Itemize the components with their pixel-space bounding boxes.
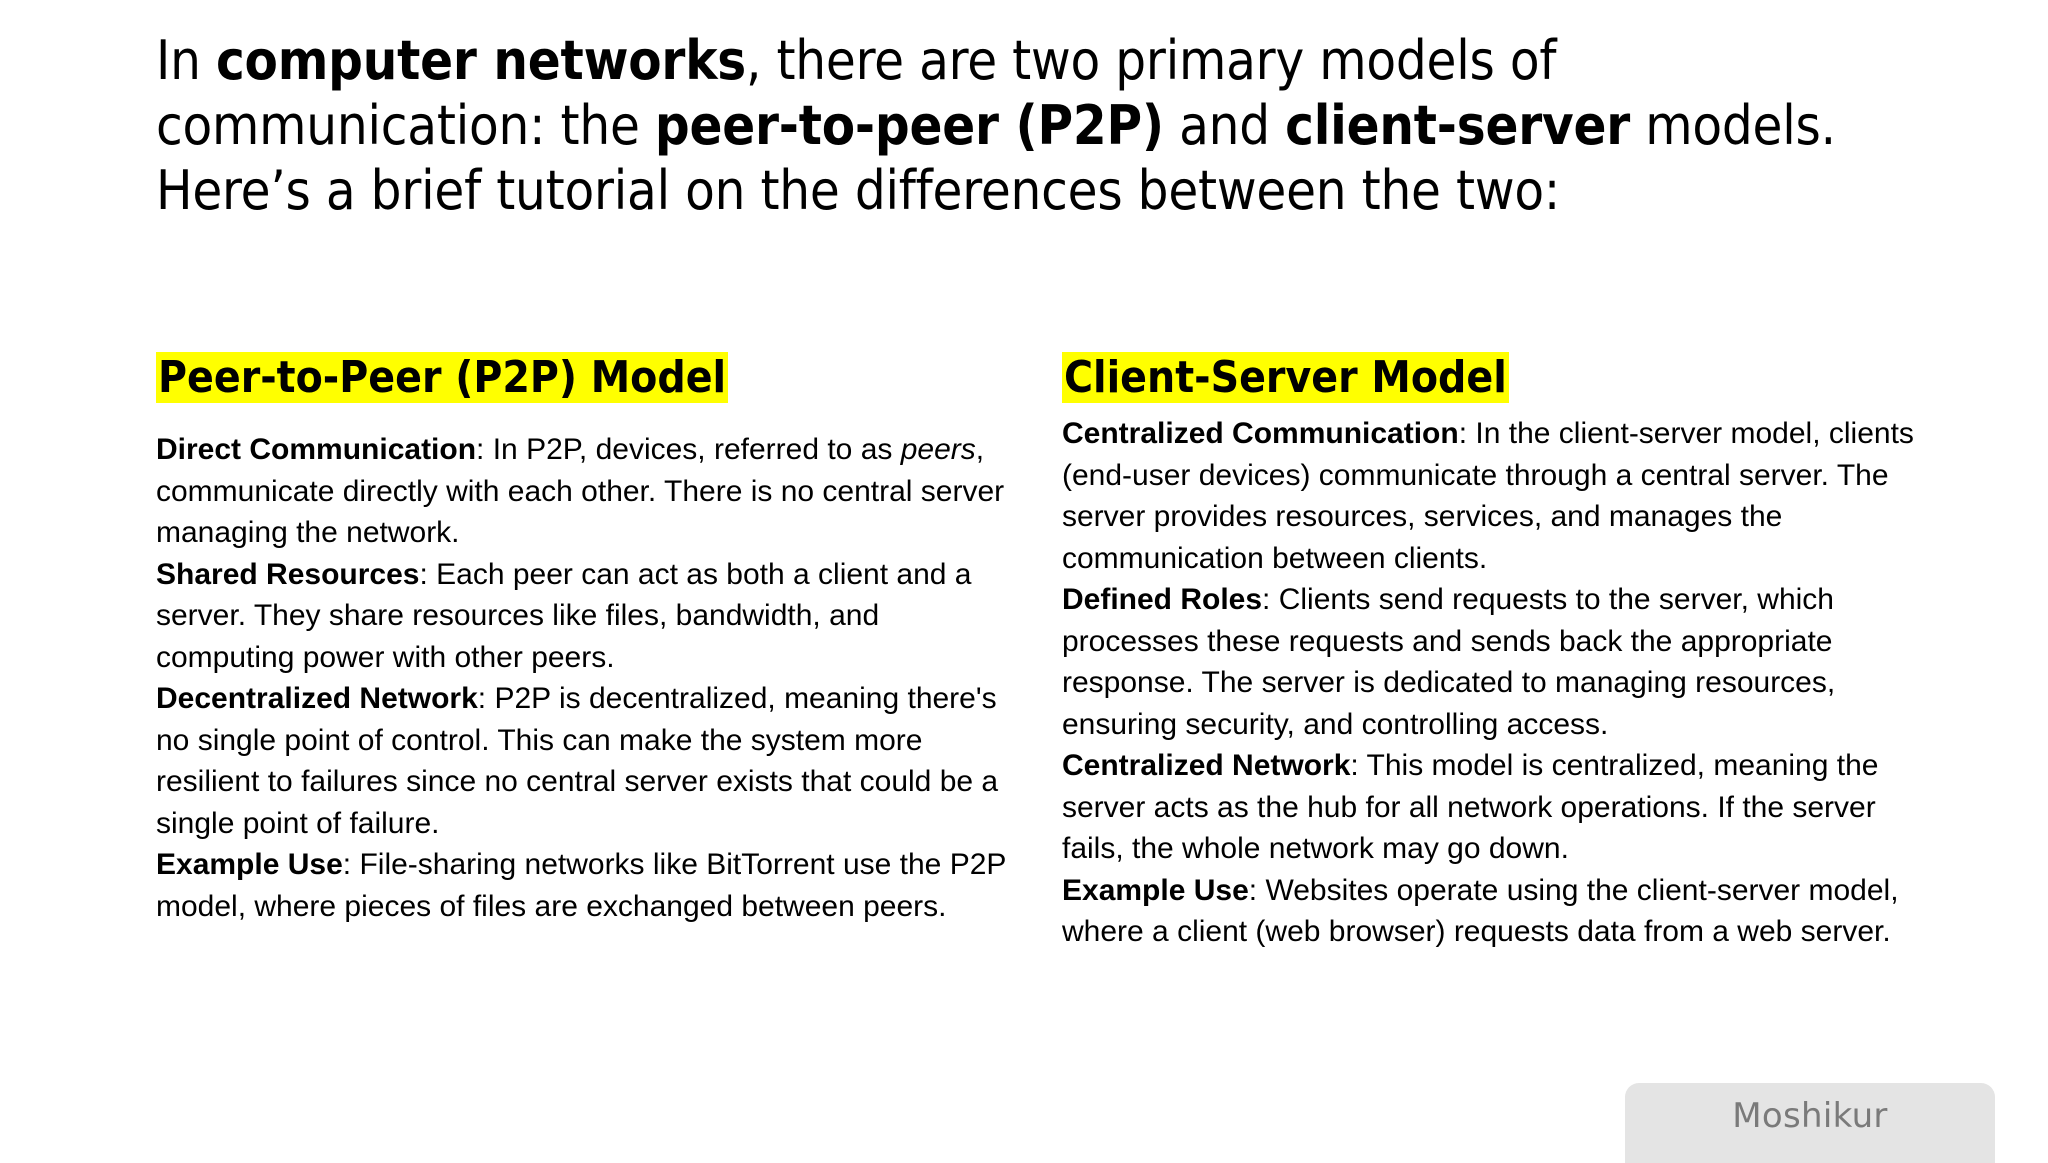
paragraph-term: Decentralized Network [156, 682, 478, 715]
paragraph-text: : P2P is decentralized, meaning there's … [156, 682, 999, 840]
column-client-server: Client-Server Model Centralized Communic… [1062, 345, 1942, 953]
paragraph-term: Shared Resources [156, 557, 420, 591]
body-paragraph: Decentralized Network: P2P is decentrali… [156, 678, 1016, 844]
intro-text: In [156, 29, 216, 92]
paragraph-text: : File-sharing networks like BitTorrent … [156, 848, 1006, 923]
paragraph-text: : In P2P, devices, referred to as [476, 433, 901, 466]
intro-text: models. Here’s a brief tutorial on the d… [156, 94, 1836, 222]
intro-emphasis: peer-to-peer (P2P) [654, 94, 1164, 157]
column-blocks-client-server: Centralized Communication: In the client… [1062, 413, 1942, 953]
watermark-badge: Moshikur [1625, 1083, 1995, 1163]
intro-text: and [1163, 94, 1286, 157]
paragraph-text: : Clients send requests to the server, w… [1062, 583, 1836, 741]
paragraph-term: Centralized Network [1062, 749, 1351, 782]
body-paragraph: Direct Communication: In P2P, devices, r… [156, 429, 1016, 554]
paragraph-term: Direct Communication [156, 433, 477, 466]
paragraph-text: , communicate directly with each other. … [156, 433, 1005, 549]
body-paragraph: Example Use: Websites operate using the … [1062, 870, 1942, 953]
body-paragraph: Centralized Network: This model is centr… [1062, 745, 1942, 870]
paragraph-text: : In the client-server model, clients (e… [1062, 417, 1914, 575]
paragraph-text: : This model is centralized, meaning the… [1062, 749, 1879, 865]
column-blocks-p2p: Direct Communication: In P2P, devices, r… [156, 429, 1016, 927]
intro-emphasis: computer networks [215, 29, 747, 92]
intro-paragraph: In computer networks, there are two prim… [156, 28, 1916, 223]
column-heading-client-server: Client-Server Model [1062, 352, 1509, 403]
intro-text: , there are two primary models of commun… [156, 29, 1557, 157]
body-paragraph: Shared Resources: Each peer can act as b… [156, 554, 1016, 679]
paragraph-term: Centralized Communication [1062, 417, 1459, 450]
paragraph-term: Defined Roles [1062, 583, 1263, 616]
paragraph-text: : Each peer can act as both a client and… [156, 557, 972, 674]
paragraph-term: Example Use [1062, 873, 1249, 907]
watermark-label: Moshikur [1732, 1096, 1888, 1136]
two-column-body: Peer-to-Peer (P2P) Model Direct Communic… [0, 345, 2048, 1085]
body-paragraph: Centralized Communication: In the client… [1062, 413, 1942, 579]
column-peer-to-peer: Peer-to-Peer (P2P) Model Direct Communic… [156, 345, 1016, 927]
column-heading-wrap-client-server: Client-Server Model [1062, 345, 1942, 411]
body-paragraph: Defined Roles: Clients send requests to … [1062, 579, 1942, 745]
column-heading-wrap-p2p: Peer-to-Peer (P2P) Model [156, 345, 1016, 411]
paragraph-term: Example Use [156, 848, 343, 881]
paragraph-italic: peers [900, 433, 976, 466]
column-heading-p2p: Peer-to-Peer (P2P) Model [156, 352, 729, 403]
paragraph-text: : Websites operate using the client-serv… [1062, 873, 1899, 949]
body-paragraph: Example Use: File-sharing networks like … [156, 844, 1016, 927]
intro-emphasis: client-server [1285, 94, 1630, 157]
